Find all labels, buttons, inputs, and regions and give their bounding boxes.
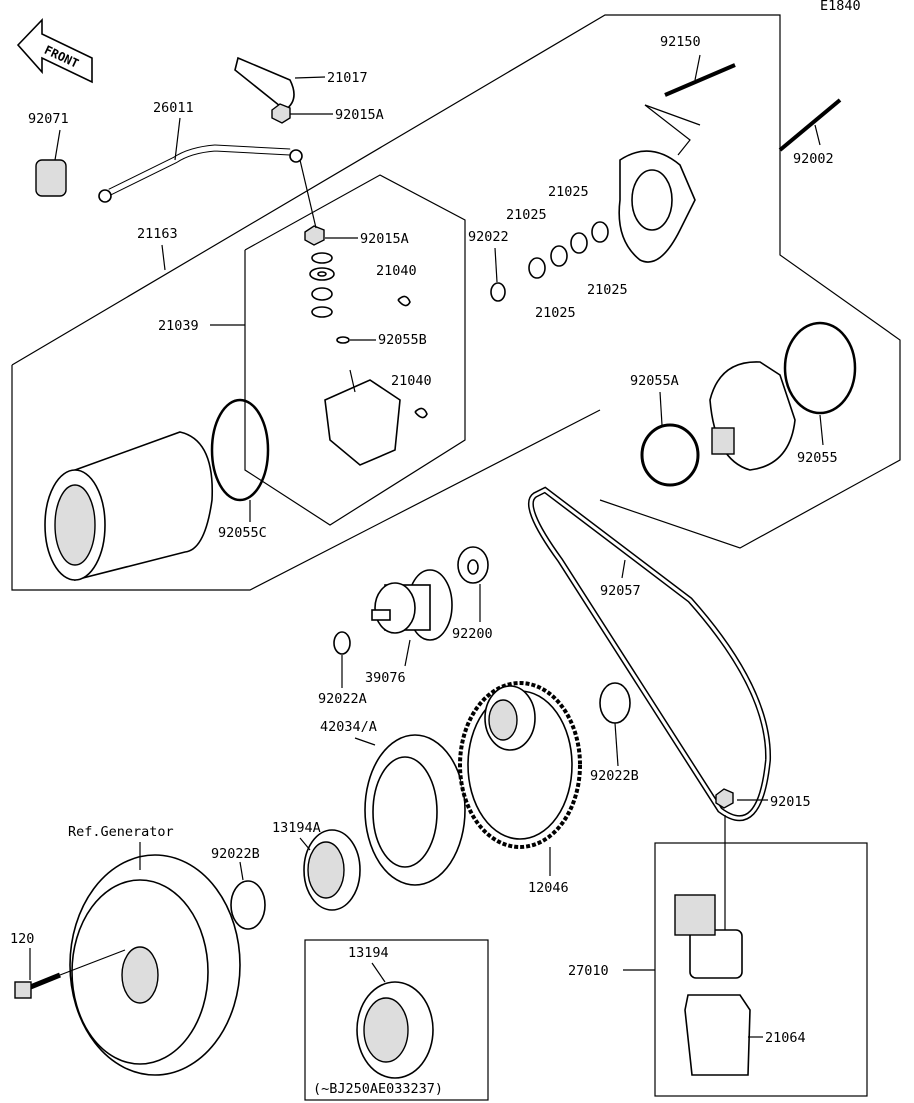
label-21025-c: 21025	[587, 282, 628, 298]
label-13194a: 13194A	[272, 820, 321, 836]
part-21040-b	[414, 407, 428, 419]
label-92055: 92055	[797, 450, 838, 466]
part-92015a-top	[271, 103, 291, 124]
label-21040-a: 21040	[376, 263, 417, 279]
leader-lines	[29, 54, 824, 1038]
part-92055c	[210, 398, 270, 502]
part-92055	[783, 321, 857, 415]
front-arrow-icon: FRONT	[16, 18, 93, 84]
diagram-code: E1840	[820, 0, 861, 14]
clutch-variant-box	[304, 939, 489, 1101]
label-26011: 26011	[153, 100, 194, 116]
part-21017	[234, 56, 295, 111]
label-21064: 21064	[765, 1030, 806, 1046]
part-92022b-right	[599, 682, 631, 724]
assembly-outline	[11, 14, 901, 591]
part-92055b	[336, 336, 350, 344]
label-92055a: 92055A	[630, 373, 679, 389]
part-13194	[356, 981, 434, 1079]
label-92002: 92002	[793, 151, 834, 167]
label-92055b: 92055B	[378, 332, 427, 348]
label-92150: 92150	[660, 34, 701, 50]
label-21025-b: 21025	[506, 207, 547, 223]
label-21040-b: 21040	[391, 373, 432, 389]
part-92022	[490, 282, 506, 302]
part-92015a-mid	[304, 225, 325, 246]
label-serial-note: (~BJ250AE033237)	[313, 1081, 443, 1097]
label-92057: 92057	[600, 583, 641, 599]
label-ref-generator: Ref.Generator	[68, 824, 174, 840]
part-generator-rotor	[69, 854, 241, 1076]
label-21163: 21163	[137, 226, 178, 242]
part-92015	[715, 788, 734, 809]
part-21064-cover	[684, 994, 751, 1076]
label-12046: 12046	[528, 880, 569, 896]
part-92150	[664, 63, 736, 97]
solenoid-box	[654, 842, 868, 1097]
label-92015a-mid: 92015A	[360, 231, 409, 247]
label-13194: 13194	[348, 945, 389, 961]
label-92015: 92015	[770, 794, 811, 810]
part-labels: 92071 26011 21017 92015A 92150 92002 211…	[10, 34, 838, 1097]
part-shapes	[14, 56, 857, 1079]
part-12046	[458, 681, 582, 849]
label-92022b-left: 92022B	[211, 846, 260, 862]
label-92055c: 92055C	[218, 525, 267, 541]
label-39076: 39076	[365, 670, 406, 686]
label-92015a-top: 92015A	[335, 107, 384, 123]
label-21025-a: 21025	[548, 184, 589, 200]
part-120-bolt	[14, 972, 61, 999]
label-27010: 27010	[568, 963, 609, 979]
label-92022b-right: 92022B	[590, 768, 639, 784]
part-92055a	[640, 423, 700, 487]
part-92071	[35, 159, 67, 197]
label-21017: 21017	[327, 70, 368, 86]
part-92022a	[333, 631, 351, 655]
part-39076	[371, 569, 453, 641]
label-42034a: 42034/A	[320, 719, 377, 735]
label-92071: 92071	[28, 111, 69, 127]
label-21039: 21039	[158, 318, 199, 334]
part-21163-yoke	[44, 431, 214, 582]
label-21025-d: 21025	[535, 305, 576, 321]
part-21040-a	[397, 295, 411, 307]
label-92022: 92022	[468, 229, 509, 245]
label-120: 120	[10, 931, 34, 947]
part-42034a	[364, 734, 466, 886]
part-92002	[778, 98, 842, 152]
label-92200: 92200	[452, 626, 493, 642]
part-21039	[324, 379, 401, 466]
label-92022a: 92022A	[318, 691, 367, 707]
part-27010-solenoid	[674, 815, 743, 979]
part-washer-stack	[309, 252, 335, 318]
part-92022b-left	[230, 880, 266, 930]
part-13194a	[303, 829, 361, 911]
